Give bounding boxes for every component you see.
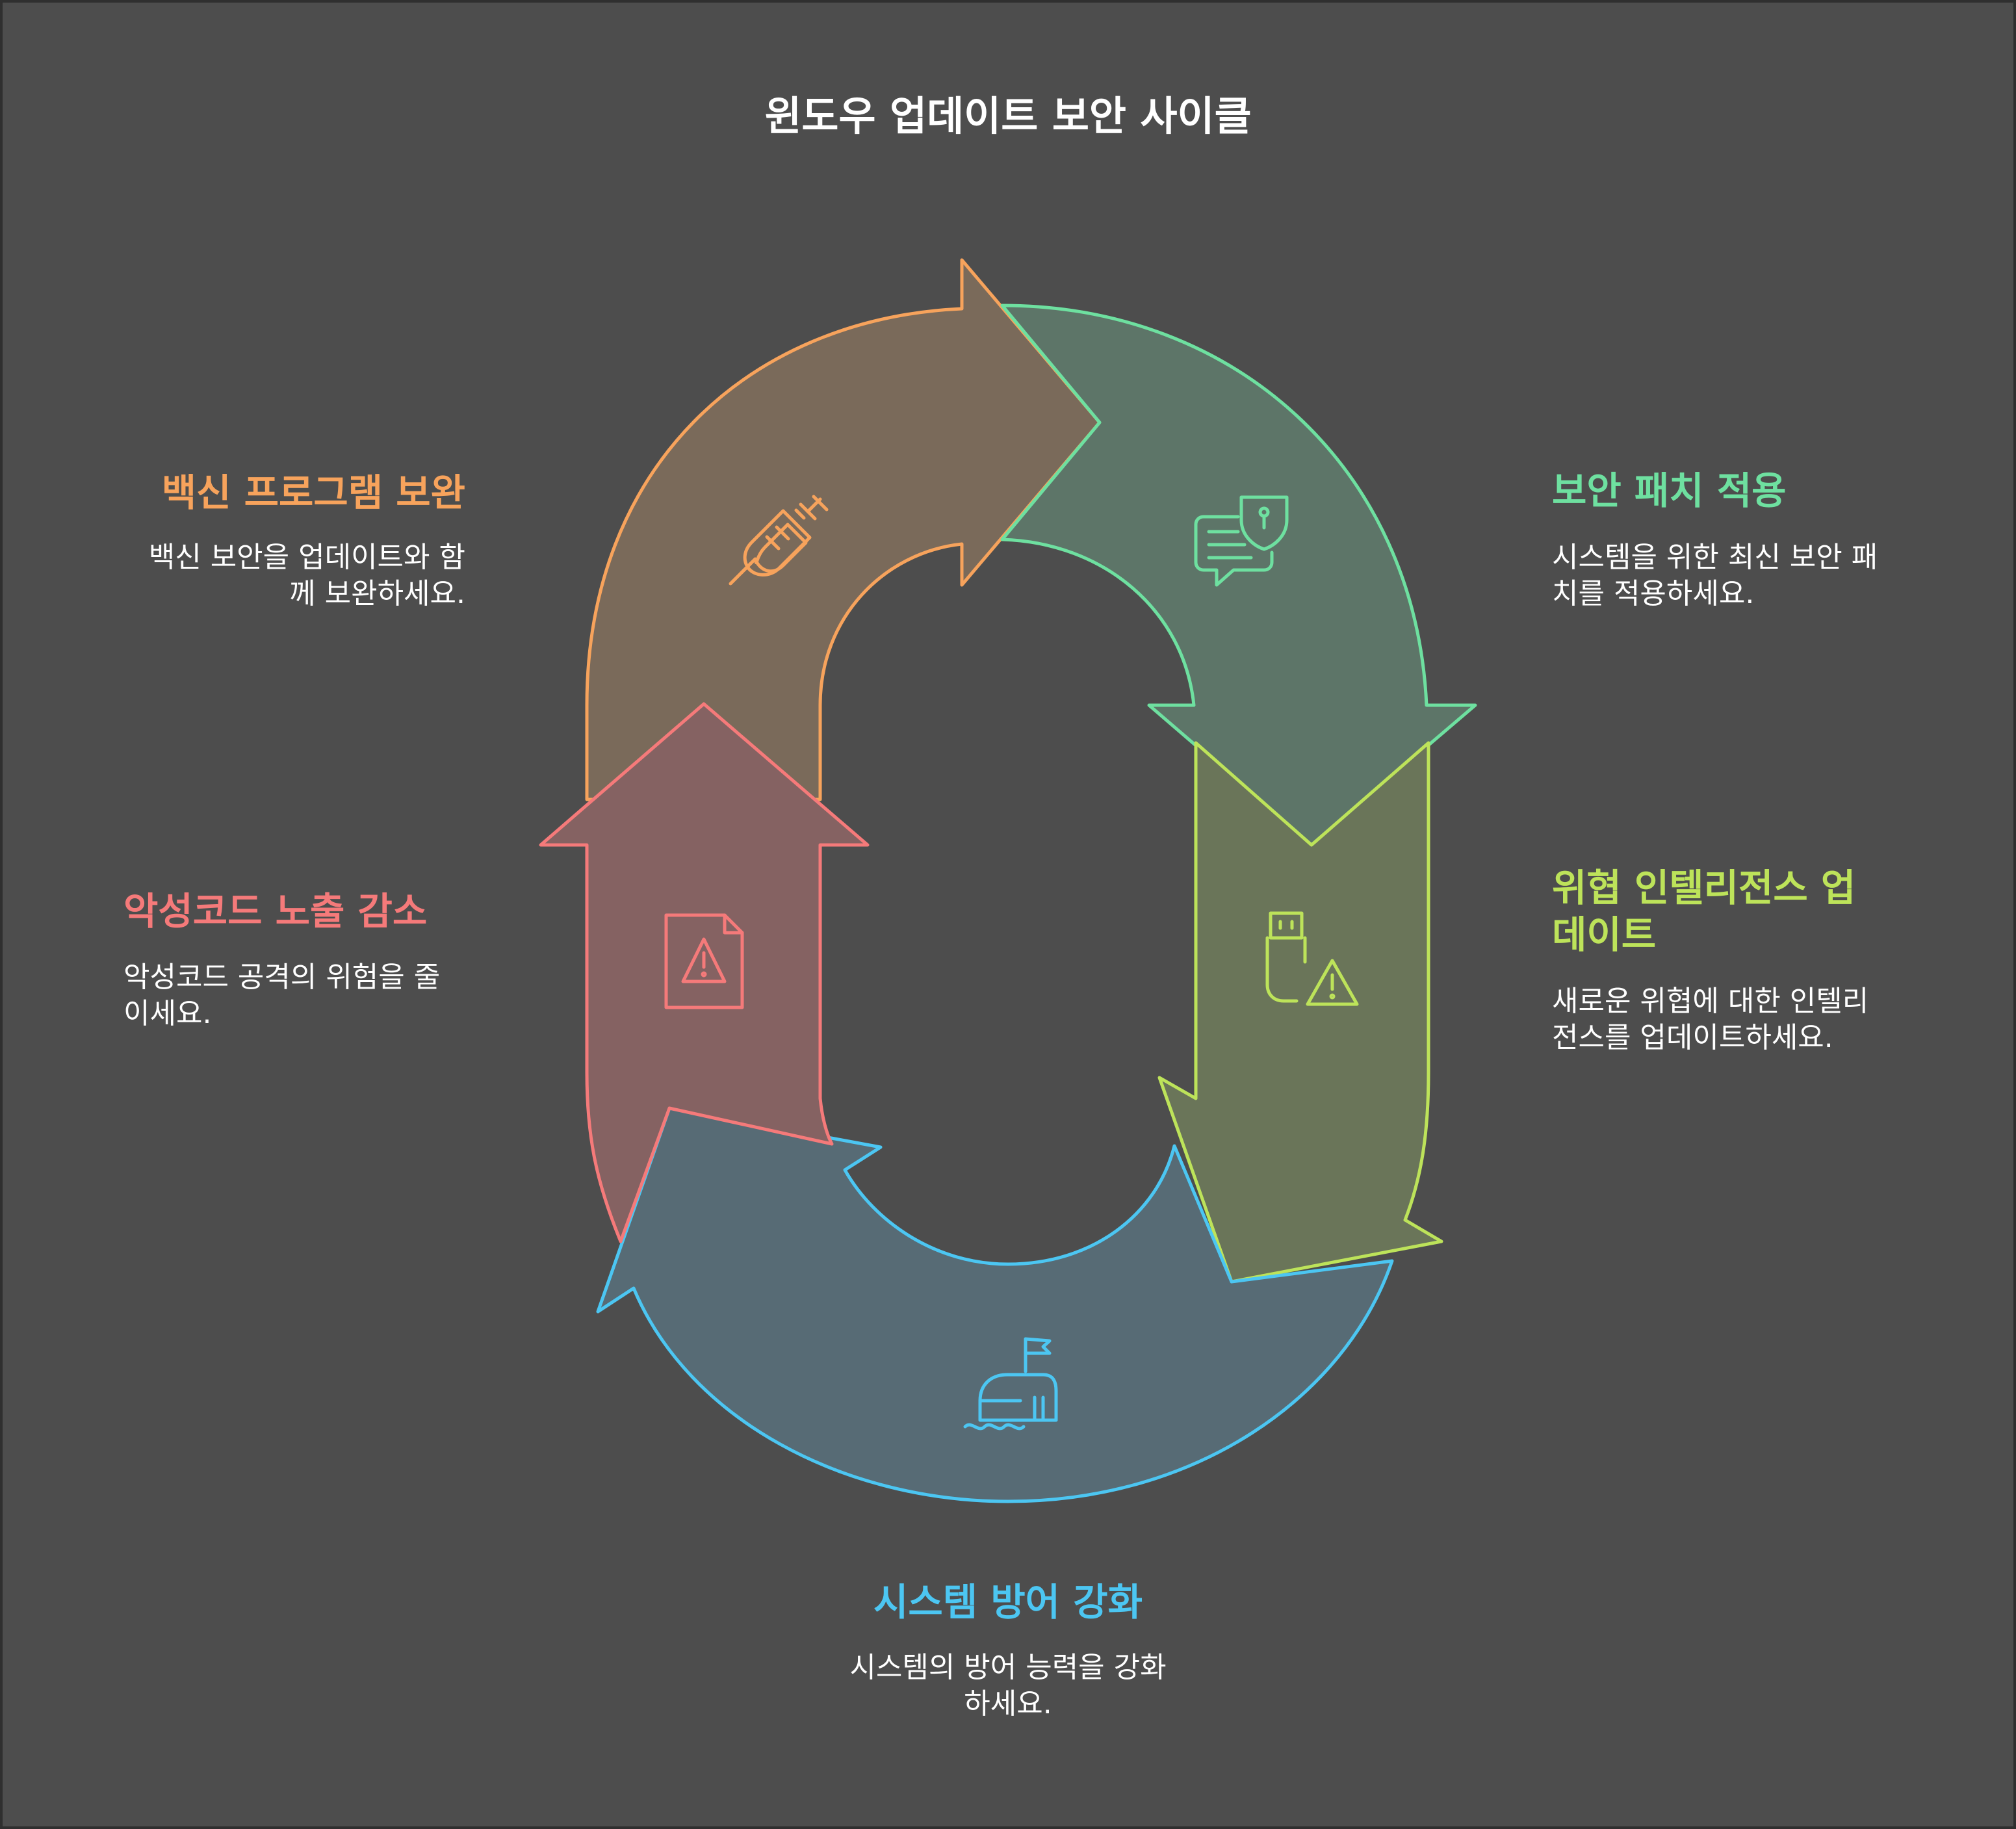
step-malware: 악성코드 노출 감소 악성코드 공격의 위험을 줄 이세요. bbox=[123, 889, 440, 1030]
step-desc-defense-line-2: 하세요. bbox=[964, 1687, 1052, 1720]
step-patch: 보안 패치 적용 시스템을 위한 최신 보안 패 치를 적용하세요. bbox=[1552, 469, 1878, 610]
step-desc-patch-line-2: 치를 적용하세요. bbox=[1552, 577, 1754, 610]
step-intel: 위협 인텔리전스 업 데이트 새로운 위협에 대한 인텔리 전스를 업데이트하세… bbox=[1552, 866, 1868, 1054]
arrow-intel bbox=[1157, 741, 1443, 1284]
step-desc-patch-line-1: 시스템을 위한 최신 보안 패 bbox=[1552, 541, 1878, 574]
step-desc-defense-line-1: 시스템의 방어 능력을 강화 bbox=[849, 1651, 1166, 1684]
syringe-icon bbox=[729, 495, 829, 586]
step-vaccine: 백신 프로그램 보완 백신 보안을 업데이트와 함 께 보완하세요. bbox=[149, 471, 465, 610]
step-desc-intel-line-1: 새로운 위협에 대한 인텔리 bbox=[1552, 985, 1868, 1018]
step-desc-vaccine-line-2: 께 보완하세요. bbox=[289, 577, 465, 610]
step-title-defense: 시스템 방어 강화 bbox=[873, 1580, 1143, 1624]
usb-warning-icon bbox=[1265, 911, 1359, 1006]
cycle-arrows bbox=[539, 258, 1477, 1503]
arrow-vaccine bbox=[585, 258, 1102, 801]
diagram-title: 윈도우 업데이트 보안 사이클 bbox=[764, 92, 1251, 140]
step-title-malware: 악성코드 노출 감소 bbox=[123, 889, 427, 933]
step-desc-intel-line-2: 전스를 업데이트하세요. bbox=[1552, 1021, 1833, 1054]
step-title-patch: 보안 패치 적용 bbox=[1552, 469, 1787, 513]
step-defense: 시스템 방어 강화 시스템의 방어 능력을 강화 하세요. bbox=[849, 1580, 1166, 1720]
file-warning-icon bbox=[664, 913, 744, 1009]
step-desc-malware-line-1: 악성코드 공격의 위험을 줄 bbox=[123, 961, 440, 994]
step-title-intel-line-2: 데이트 bbox=[1552, 913, 1656, 957]
arrow-defense bbox=[596, 1106, 1394, 1503]
ship-flag-icon bbox=[963, 1337, 1058, 1431]
step-desc-malware-line-2: 이세요. bbox=[123, 997, 211, 1030]
arrow-patch bbox=[1000, 304, 1477, 847]
step-title-vaccine: 백신 프로그램 보완 bbox=[162, 471, 465, 515]
chat-shield-icon bbox=[1194, 495, 1289, 587]
step-desc-vaccine-line-1: 백신 보안을 업데이트와 함 bbox=[149, 541, 465, 574]
step-title-intel-line-1: 위협 인텔리전스 업 bbox=[1552, 866, 1855, 910]
